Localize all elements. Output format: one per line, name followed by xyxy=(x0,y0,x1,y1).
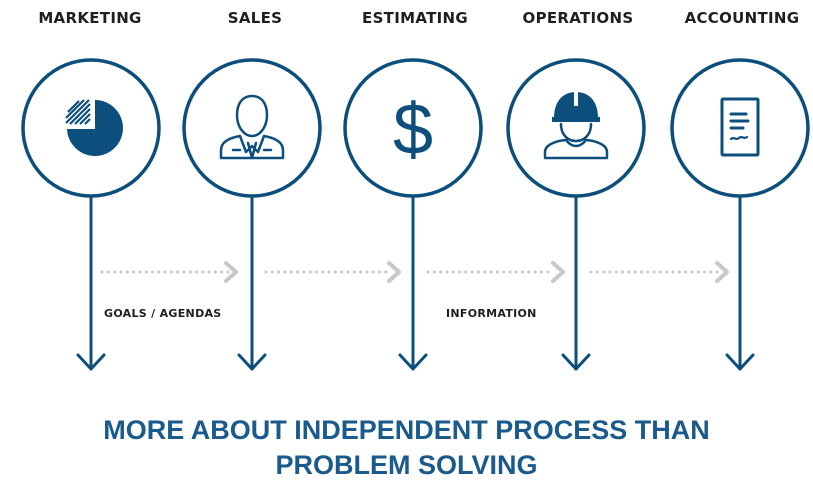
horizontal-flow-arrows xyxy=(100,261,729,283)
marketing-circle xyxy=(21,58,161,198)
dotted-arrow-3 xyxy=(426,261,565,283)
information-label: INFORMATION xyxy=(446,307,537,320)
dollar-sign-icon: $ xyxy=(393,90,433,170)
dotted-arrow-1 xyxy=(100,261,238,283)
estimating-circle xyxy=(343,58,483,198)
dept-label-sales: SALES xyxy=(227,9,283,27)
headline-line-1: MORE ABOUT INDEPENDENT PROCESS THAN xyxy=(103,415,710,445)
hard-hat-worker-icon xyxy=(543,92,609,160)
marketing-down-arrow xyxy=(76,193,106,371)
headline: MORE ABOUT INDEPENDENT PROCESS THAN PROB… xyxy=(0,413,813,483)
dept-label-operations: OPERATIONS xyxy=(522,9,634,27)
sales-down-arrow xyxy=(237,193,267,371)
dept-label-estimating: ESTIMATING xyxy=(362,9,468,27)
salesperson-icon xyxy=(219,94,285,160)
dept-label-accounting: ACCOUNTING xyxy=(684,9,800,27)
goals-agendas-label: GOALS / AGENDAS xyxy=(104,307,222,320)
vertical-flow-lines xyxy=(76,193,755,371)
headline-line-2: PROBLEM SOLVING xyxy=(275,450,538,480)
dotted-arrow-4 xyxy=(589,261,729,283)
department-circles xyxy=(21,58,810,198)
operations-circle xyxy=(506,58,646,198)
operations-down-arrow xyxy=(561,193,591,371)
sales-circle xyxy=(182,58,322,198)
dept-label-marketing: MARKETING xyxy=(38,9,142,27)
dotted-arrow-2 xyxy=(264,261,401,283)
estimating-down-arrow xyxy=(398,193,428,371)
pie-chart-icon xyxy=(65,99,123,156)
accounting-down-arrow xyxy=(725,193,755,371)
document-icon xyxy=(720,97,760,157)
